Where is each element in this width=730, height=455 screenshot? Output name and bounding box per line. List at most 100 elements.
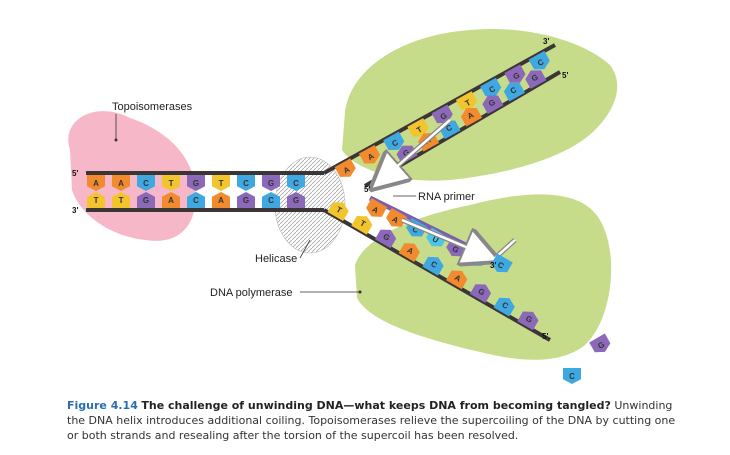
svg-text:T: T	[169, 179, 174, 188]
svg-text:C: C	[293, 179, 299, 188]
svg-text:T: T	[464, 98, 473, 108]
svg-text:T: T	[219, 179, 224, 188]
caption-figure-number: Figure 4.14	[67, 399, 138, 412]
base-upper-outer-4: G	[431, 104, 453, 124]
base-lower-3: A	[398, 243, 420, 262]
svg-text:G: G	[476, 286, 486, 297]
dna-polymerase-upper-blob	[342, 28, 618, 181]
svg-text:T: T	[335, 205, 344, 215]
svg-text:U: U	[431, 234, 441, 245]
svg-text:G: G	[382, 232, 392, 243]
svg-text:G: G	[439, 111, 449, 122]
svg-text:A: A	[342, 165, 352, 176]
base-upper-outer-7: G	[504, 64, 526, 83]
base-top-6: C	[237, 175, 255, 191]
end-upper-right-3: 3'	[543, 37, 549, 46]
svg-text:G: G	[524, 314, 534, 325]
svg-text:G: G	[243, 196, 249, 205]
base-top-1: A	[112, 175, 130, 191]
svg-text:G: G	[268, 179, 274, 188]
svg-text:G: G	[293, 196, 299, 205]
base-bottom-7: C	[262, 192, 280, 208]
svg-text:G: G	[450, 244, 460, 255]
backbone-top-left	[86, 171, 324, 175]
svg-text:T: T	[94, 196, 99, 205]
svg-text:G: G	[511, 71, 521, 82]
end-left-bottom: 3'	[72, 206, 78, 215]
base-upper-outer-3: T	[407, 118, 429, 137]
base-upper-inner-7: G	[525, 70, 547, 89]
base-bottom-5: A	[212, 192, 230, 208]
label-dna-polymerase: DNA polymerase	[210, 287, 293, 299]
base-bottom-6: G	[237, 192, 255, 208]
base-lower-0: T	[327, 202, 349, 221]
base-upper-outer-8: C	[528, 50, 550, 70]
svg-text:C: C	[496, 260, 506, 271]
base-bottom-2: G	[137, 192, 155, 208]
end-primer-3: 3'	[490, 261, 496, 270]
svg-text:A: A	[93, 179, 99, 188]
base-top-4: G	[187, 175, 205, 191]
base-upper-outer-2: C	[383, 131, 405, 151]
base-upper-outer-6: C	[480, 77, 502, 97]
svg-text:A: A	[370, 205, 380, 216]
end-primer-5: 5'	[364, 185, 370, 194]
svg-text:C: C	[193, 196, 199, 205]
end-lower-right-5: 5'	[542, 332, 548, 341]
svg-text:T: T	[119, 196, 124, 205]
base-bottom-1: T	[112, 192, 130, 208]
leader-dot-dna-polymerase	[358, 290, 362, 294]
end-left-top: 5'	[72, 169, 78, 178]
leader-helicase	[299, 239, 311, 259]
svg-text:T: T	[358, 219, 367, 229]
base-top-0: A	[87, 175, 105, 191]
end-upper-right-5: 5'	[562, 71, 568, 80]
figure-caption: Figure 4.14 The challenge of unwinding D…	[67, 398, 687, 443]
polymerase-arrow-lower-inner	[401, 218, 493, 260]
svg-text:G: G	[596, 340, 606, 351]
base-upper-inner-6: C	[503, 82, 525, 102]
svg-text:C: C	[509, 85, 519, 96]
svg-text:C: C	[569, 372, 575, 381]
base-bottom-4: C	[187, 192, 205, 208]
base-top-2: C	[137, 175, 155, 191]
base-upper-outer-5: T	[455, 91, 478, 110]
svg-text:C: C	[500, 300, 510, 311]
label-topoisomerases: Topoisomerases	[112, 101, 193, 113]
base-primer-0: A	[366, 198, 388, 217]
base-top-5: T	[212, 175, 230, 191]
backbone-bottom-left	[86, 208, 324, 212]
base-top-3: T	[162, 175, 180, 191]
polymerase-arrow-upper-inner	[376, 119, 451, 185]
svg-text:C: C	[444, 123, 454, 134]
caption-title: The challenge of unwinding DNA—what keep…	[141, 399, 611, 412]
svg-text:C: C	[243, 179, 249, 188]
svg-text:C: C	[143, 179, 149, 188]
base-lower-8: G	[517, 311, 539, 331]
base-upper-outer-0: A	[334, 158, 356, 177]
free-nucleotide-0: C	[491, 253, 513, 273]
svg-text:A: A	[168, 196, 174, 205]
svg-text:G: G	[143, 196, 149, 205]
base-bottom-0: T	[87, 192, 105, 208]
base-lower-5: A	[446, 270, 468, 290]
svg-text:A: A	[453, 273, 463, 284]
base-top-7: G	[262, 175, 280, 191]
base-lower-4: C	[422, 256, 444, 276]
base-upper-inner-5: G	[482, 95, 504, 114]
svg-text:C: C	[487, 84, 497, 95]
svg-text:A: A	[218, 196, 224, 205]
svg-text:G: G	[530, 73, 540, 84]
caption-body: Unwinding the DNA helix introduces addit…	[67, 399, 676, 442]
base-lower-1: T	[351, 215, 373, 235]
svg-text:G: G	[487, 98, 497, 109]
base-lower-2: G	[374, 229, 397, 249]
svg-text:C: C	[429, 259, 439, 270]
svg-text:C: C	[390, 138, 400, 149]
label-helicase: Helicase	[255, 253, 297, 265]
free-nucleotide-2: C	[563, 368, 581, 384]
svg-text:G: G	[193, 179, 199, 188]
svg-text:A: A	[466, 110, 476, 121]
